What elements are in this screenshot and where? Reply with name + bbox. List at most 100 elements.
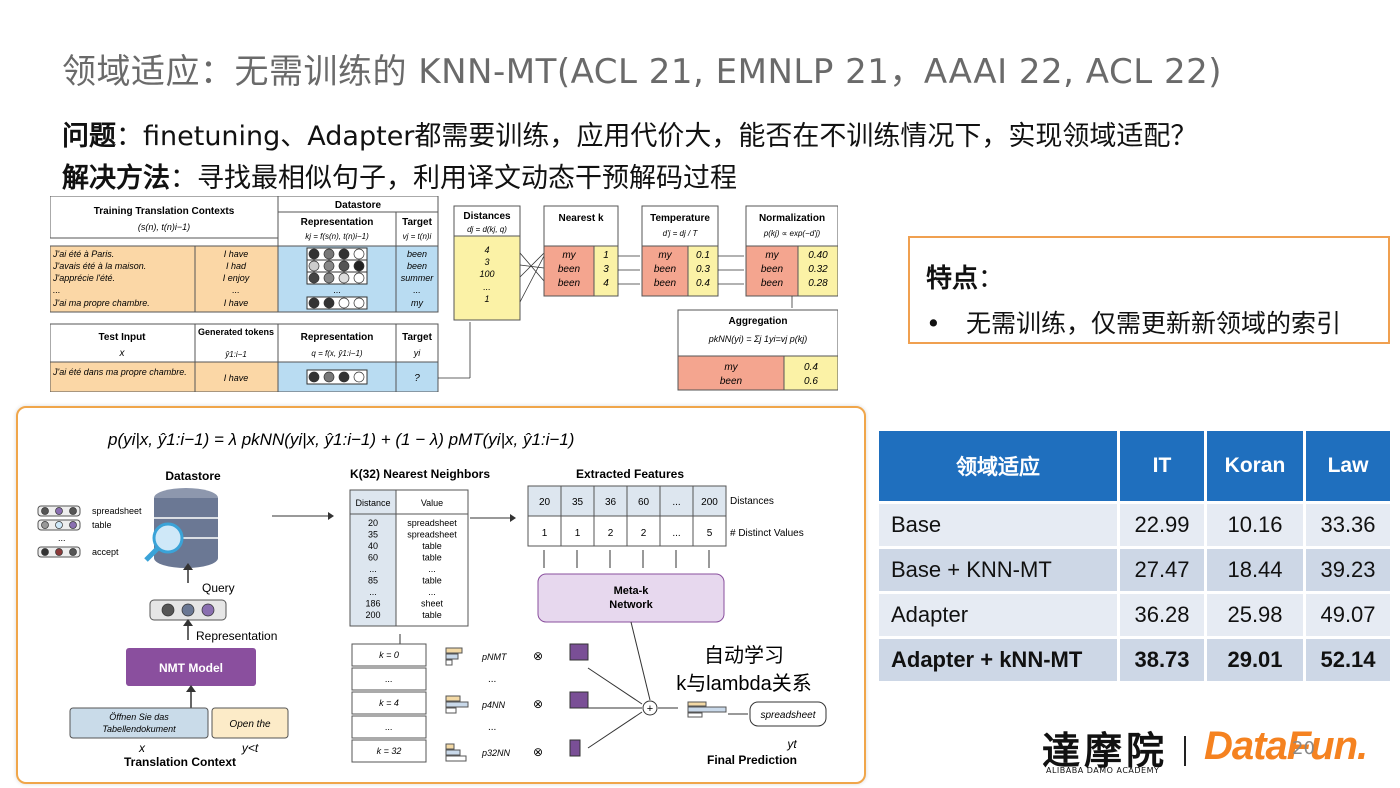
dist-bar (445, 701, 469, 708)
ttc-subtitle: (s(n), t(n)i−1) (138, 222, 190, 232)
aggregation-formula: pkNN(yi) = Σj 1yi=vj p(kj) (708, 334, 807, 344)
temperature-header (641, 205, 719, 247)
nearest-word: been (558, 278, 581, 289)
vector-dot (323, 297, 335, 309)
vector-dot (323, 260, 335, 272)
prefix-cells (194, 245, 279, 313)
knn-value: ... (428, 587, 436, 597)
k-row-cell (351, 667, 427, 691)
feature-distance: ... (672, 497, 680, 508)
rep-formula: kj = f(s(n), t(n)i−1) (305, 232, 369, 241)
feature-distance-cell (626, 485, 661, 517)
nmt-input-arrowhead (186, 685, 196, 692)
datastore-dot (41, 507, 49, 515)
nearest-value: 4 (603, 278, 609, 289)
dist-bar (445, 755, 467, 762)
sum-icon (642, 700, 658, 716)
meta-k-line2: Network (609, 599, 653, 611)
vector-dot (338, 297, 350, 309)
dist-bar (445, 659, 453, 666)
knn-distance: 200 (365, 610, 380, 620)
datastore-dot (41, 521, 49, 529)
header-law: Law (1306, 431, 1390, 501)
vector-box (306, 271, 368, 285)
datastore-dot (55, 507, 63, 515)
distance-value: 3 (484, 257, 489, 267)
feature-distances-label: Distances (730, 496, 774, 507)
nearest-word: been (558, 264, 581, 275)
source-line1: Öffnen Sie das (109, 712, 169, 722)
distances-title: Distances (463, 211, 511, 222)
feature-count: 2 (641, 528, 647, 539)
score-cell: 22.99 (1120, 504, 1204, 546)
norm-word: been (761, 264, 784, 275)
feature-distance: 200 (701, 497, 718, 508)
dist-to-nearest-arrows (519, 252, 545, 303)
times-icon: ⊗ (533, 745, 543, 759)
temperature-title: Temperature (650, 213, 710, 224)
logo-divider (1184, 736, 1186, 766)
target-token: been (407, 249, 427, 259)
header-domain: 领域适应 (879, 431, 1117, 501)
yt-symbol: yt (786, 737, 797, 751)
auto-learn-line2: k与lambda关系 (676, 672, 812, 695)
features-colon: ： (978, 264, 1005, 294)
ds-to-knn-arrowhead (328, 512, 334, 520)
temp-value: 0.3 (696, 264, 710, 275)
score-cell: 27.47 (1120, 549, 1204, 591)
feature-distance: 20 (539, 497, 551, 508)
datastore-dot (41, 548, 49, 556)
k-row-label: k = 32 (377, 746, 402, 756)
score-cell: 52.14 (1306, 639, 1390, 681)
norm-word: been (761, 278, 784, 289)
knn-distance: 60 (368, 553, 378, 563)
vector-dot (353, 297, 365, 309)
query-dot (181, 603, 195, 617)
page-number: 20 (1292, 738, 1315, 759)
p-label: p4NN (481, 700, 506, 710)
source-box (69, 707, 209, 739)
merged-bar (687, 712, 703, 718)
feature-count-cell (626, 515, 661, 547)
knn-value: table (422, 541, 442, 551)
feature-count-cell (593, 515, 628, 547)
distance-value: 4 (484, 245, 489, 255)
prefix-token: I had (226, 261, 247, 271)
knn-distance: ... (369, 587, 377, 597)
magnifier-icon (144, 522, 184, 562)
temp-value: 0.1 (696, 250, 710, 261)
dist-bar (445, 749, 461, 756)
rep2-header (277, 323, 397, 363)
test-source-text: J'ai été dans ma propre chambre. (52, 367, 187, 377)
method-cell: Base + KNN-MT (879, 549, 1117, 591)
distance-value: 100 (479, 269, 494, 279)
normalization-formula: p(kj) ∝ exp(−d'j) (763, 229, 821, 238)
feature-distance-cell (659, 485, 694, 517)
target-token: been (407, 261, 427, 271)
datastore-label: Datastore (165, 469, 221, 483)
knn-header-distance: Distance (355, 498, 390, 508)
target-title: Target (402, 217, 432, 228)
knn-distance: 35 (368, 530, 378, 540)
query-vector (306, 369, 368, 385)
vector-ellipsis: ... (333, 285, 341, 295)
representation-arrowhead (183, 619, 193, 626)
agg-word: been (720, 376, 743, 387)
agg-word: my (724, 362, 738, 373)
feature-distance: 36 (605, 497, 617, 508)
norm-value: 0.32 (808, 264, 828, 275)
knn-to-feat-arrowhead (510, 514, 516, 522)
vector-dot (308, 260, 320, 272)
rep-header-cell (277, 211, 397, 247)
source-sentence: J'ai ma propre chambre. (52, 298, 150, 308)
features-bullet-line: •无需训练，仅需更新新领域的索引 (926, 304, 1341, 340)
norm-words-cell (745, 245, 799, 297)
dist-bar (445, 647, 463, 654)
